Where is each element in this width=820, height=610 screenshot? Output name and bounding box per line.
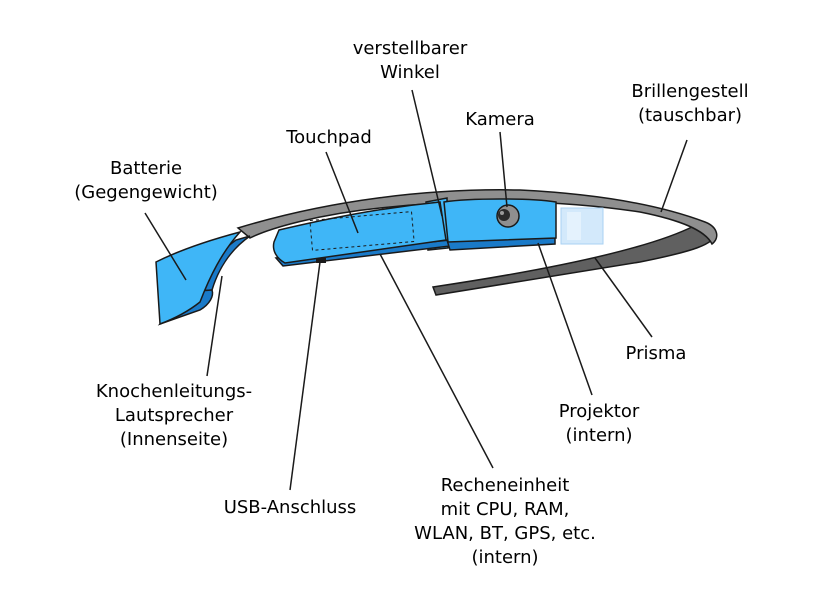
label-usb-anschluss: USB-Anschluss [200, 496, 380, 520]
label-brillengestell: Brillengestell (tauschbar) [610, 80, 770, 128]
label-prisma-line-1: Prisma [625, 343, 687, 364]
label-knochen-line-2: Lautsprecher [114, 405, 234, 426]
frame-band [236, 189, 718, 246]
label-knochenleitungs-lautsprecher: Knochenleitungs- Lautsprecher (Innenseit… [64, 380, 284, 452]
camera-lens-inner [498, 209, 510, 221]
label-recheneinheit-line-4: (intern) [471, 547, 539, 568]
battery-body [155, 230, 243, 326]
label-prisma: Prisma [606, 342, 706, 366]
leader-touchpad [325, 151, 359, 234]
label-knochen-line-1: Knochenleitungs- [95, 381, 253, 402]
label-projektor-line-1: Projektor [558, 401, 640, 422]
leader-prisma [594, 257, 653, 338]
prism-highlight [567, 212, 581, 240]
leader-lines [144, 89, 688, 491]
label-winkel-line-2: Winkel [380, 62, 440, 83]
label-batterie-line-1: Batterie [109, 158, 183, 179]
label-touchpad: Touchpad [262, 126, 396, 150]
leader-batterie [144, 212, 187, 281]
usb-port [316, 258, 326, 263]
leader-winkel [411, 89, 443, 217]
label-recheneinheit-line-2: mit CPU, RAM, [440, 499, 570, 520]
label-kamera: Kamera [440, 108, 560, 132]
label-touchpad-line-1: Touchpad [286, 127, 372, 148]
camera-lens-glint [500, 211, 504, 215]
touchpad-area [309, 211, 415, 251]
label-recheneinheit-line-1: Recheneinheit [440, 475, 570, 496]
label-projektor-line-2: (intern) [565, 425, 633, 446]
label-knochen-line-3: (Innenseite) [119, 429, 229, 450]
leader-recheneinheit [379, 253, 494, 469]
leader-knochen [206, 275, 223, 377]
label-brillengestell-line-1: Brillengestell [631, 81, 749, 102]
label-projektor: Projektor (intern) [536, 400, 662, 448]
label-brillengestell-line-2: (tauschbar) [637, 105, 743, 126]
leader-projektor [537, 242, 593, 396]
main-unit-body [272, 201, 447, 264]
label-kamera-line-1: Kamera [465, 109, 535, 130]
leader-usb [289, 261, 321, 491]
label-recheneinheit: Recheneinheit mit CPU, RAM, WLAN, BT, GP… [395, 474, 615, 570]
leader-brillengestell [660, 139, 688, 213]
label-usb-line-1: USB-Anschluss [223, 497, 357, 518]
leader-kamera [499, 131, 508, 208]
label-verstellbarer-winkel: verstellbarer Winkel [330, 37, 490, 85]
label-batterie: Batterie (Gegengewicht) [60, 157, 232, 205]
label-winkel-line-1: verstellbarer [352, 38, 468, 59]
label-batterie-line-2: (Gegengewicht) [74, 182, 218, 203]
label-recheneinheit-line-3: WLAN, BT, GPS, etc. [414, 523, 596, 544]
